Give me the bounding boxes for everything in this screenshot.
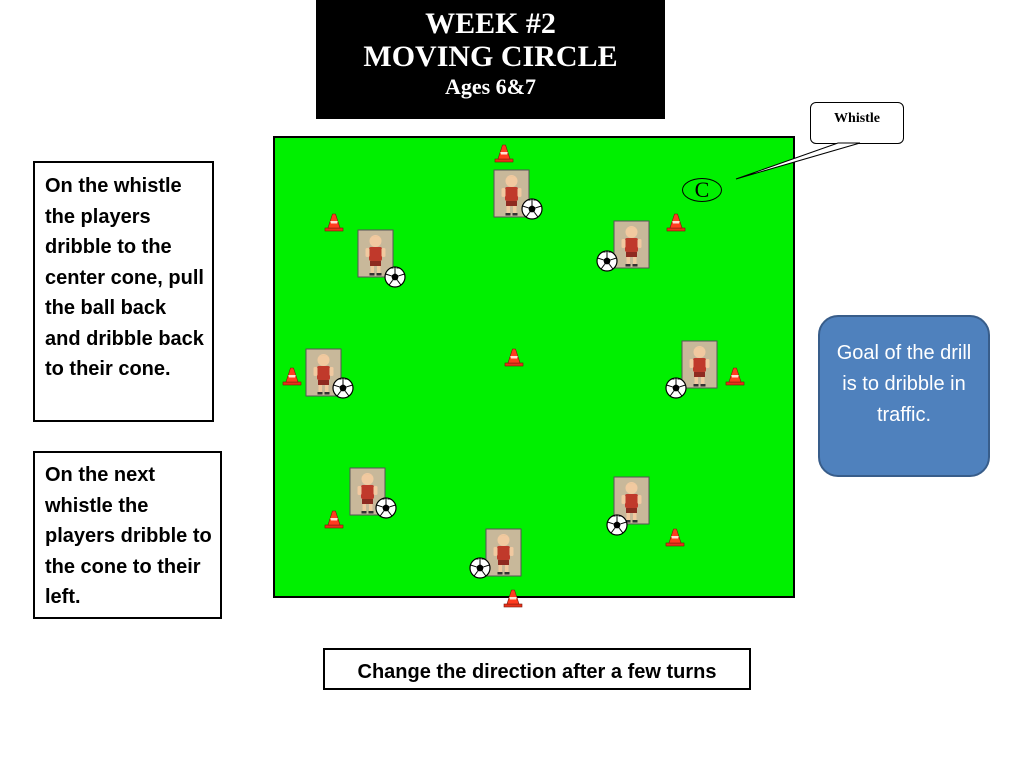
soccer-ball-icon: [384, 266, 406, 288]
whistle-callout-pointer: [735, 142, 861, 180]
soccer-ball-icon: [596, 250, 618, 272]
cone-icon: [282, 367, 302, 386]
cone-icon: [665, 528, 685, 547]
player-icon: [613, 220, 650, 269]
goal-text: Goal of the drill is to dribble in traff…: [836, 342, 972, 426]
soccer-ball-icon: [521, 198, 543, 220]
title-banner: WEEK #2 MOVING CIRCLE Ages 6&7: [316, 0, 665, 119]
instruction-box-next-whistle: On the next whistle the players dribble …: [33, 451, 222, 619]
coach-marker: C: [682, 178, 722, 202]
coach-label: C: [694, 177, 710, 202]
cone-icon: [666, 213, 686, 232]
footer-note-text: Change the direction after a few turns: [357, 661, 717, 683]
player-icon: [681, 340, 718, 389]
soccer-ball-icon: [375, 497, 397, 519]
cone-icon: [504, 348, 524, 367]
title-drill-name: MOVING CIRCLE: [363, 40, 618, 73]
soccer-ball-icon: [332, 377, 354, 399]
goal-box: Goal of the drill is to dribble in traff…: [818, 315, 990, 477]
cone-icon: [725, 367, 745, 386]
instruction-text-whistle: On the whistle the players dribble to th…: [45, 175, 204, 380]
cone-icon: [324, 510, 344, 529]
player-icon: [485, 528, 522, 577]
soccer-ball-icon: [606, 514, 628, 536]
cone-icon: [503, 589, 523, 608]
instruction-box-whistle: On the whistle the players dribble to th…: [33, 161, 214, 422]
footer-note-box: Change the direction after a few turns: [323, 648, 751, 690]
soccer-ball-icon: [469, 557, 491, 579]
title-week: WEEK #2: [425, 7, 556, 40]
instruction-text-next-whistle: On the next whistle the players dribble …: [45, 464, 212, 608]
soccer-ball-icon: [665, 377, 687, 399]
cone-icon: [494, 144, 514, 163]
title-ages: Ages 6&7: [444, 74, 537, 99]
whistle-callout-label: Whistle: [834, 111, 880, 126]
cone-icon: [324, 213, 344, 232]
